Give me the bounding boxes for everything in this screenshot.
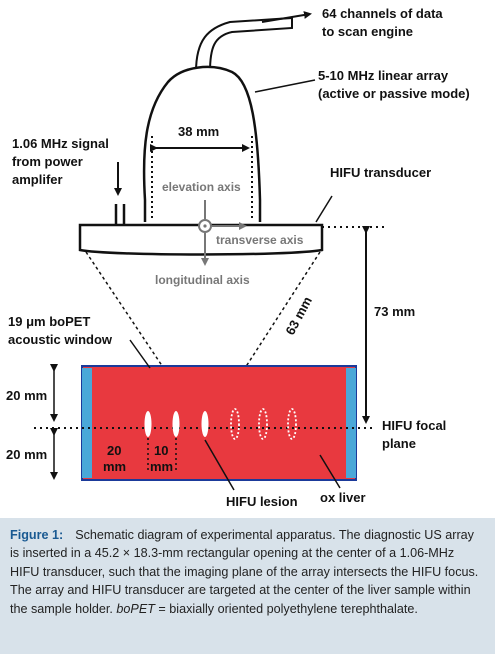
top-20mm-label: 20 mm — [6, 388, 47, 403]
transverse-axis-label: transverse axis — [216, 233, 304, 247]
figure-caption: Figure 1:Schematic diagram of experiment… — [0, 518, 495, 654]
focal-plane-label-1: HIFU focal — [382, 418, 446, 433]
spacing-20-label-2: mm — [103, 459, 126, 474]
lesion-planned-3 — [287, 408, 297, 440]
distance-73-label: 73 mm — [374, 304, 415, 319]
array-width-label: 38 mm — [178, 124, 219, 139]
channels-label-2: to scan engine — [322, 24, 413, 39]
lesion-2 — [172, 411, 180, 437]
lesion-planned-1 — [230, 408, 240, 440]
linear-array-label-2: (active or passive mode) — [318, 86, 470, 101]
signal-label-2: from power — [12, 154, 83, 169]
liver-pointer-line — [319, 454, 341, 489]
lesion-pointer-line — [204, 439, 235, 491]
lesion-1 — [144, 411, 152, 437]
elevation-axis-label: elevation axis — [162, 180, 241, 194]
bottom-20mm-label: 20 mm — [6, 447, 47, 462]
caption-text: Schematic diagram of experimental appara… — [10, 528, 479, 616]
lesion-planned-2 — [258, 408, 268, 440]
channels-label-1: 64 channels of data — [322, 6, 443, 21]
signal-label-1: 1.06 MHz signal — [12, 136, 109, 151]
window-label-2: acoustic window — [8, 332, 113, 347]
data-cable — [194, 16, 293, 73]
signal-label-3: amplifer — [12, 172, 63, 187]
figure-label: Figure 1: — [10, 528, 64, 542]
axis-origin-dot — [203, 224, 207, 228]
hifu-lesion-label: HIFU lesion — [226, 494, 298, 509]
linear-array-label-1: 5-10 MHz linear array — [318, 68, 449, 83]
distance-63-label: 63 mm — [282, 294, 315, 337]
spacing-10-label-2: mm — [150, 459, 173, 474]
caption-abbreviation: boPET — [116, 601, 155, 616]
cable-arrow — [261, 11, 312, 23]
array-pointer-line — [254, 79, 316, 93]
window-pointer-line — [129, 339, 151, 369]
spacing-20-label-1: 20 — [107, 443, 121, 458]
hifu-transducer-label: HIFU transducer — [330, 165, 431, 180]
lesion-3 — [201, 411, 209, 437]
hifu-pointer-line — [315, 195, 333, 223]
focal-plane-label-2: plane — [382, 436, 416, 451]
window-edge-left — [82, 368, 92, 478]
window-edge-right — [346, 368, 356, 478]
caption-text-end: = biaxially oriented polyethylene tereph… — [154, 601, 418, 616]
spacing-10-label-1: 10 — [154, 443, 168, 458]
longitudinal-axis-label: longitudinal axis — [155, 273, 250, 287]
window-label-1: 19 μm boPET — [8, 314, 90, 329]
apparatus-diagram: 64 channels of data to scan engine 5-10 … — [6, 6, 470, 509]
hifu-transducer-plate — [78, 223, 324, 256]
ox-liver-label: ox liver — [320, 490, 366, 505]
linear-array — [142, 65, 262, 222]
